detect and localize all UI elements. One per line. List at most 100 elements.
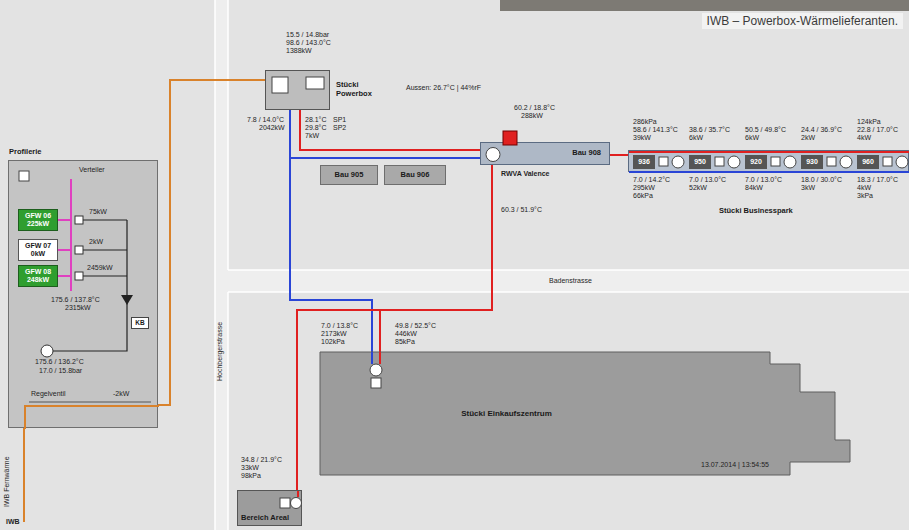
measurement-value: 2kW bbox=[88, 238, 104, 246]
measurement-value: 24.4 / 36.9°C bbox=[800, 126, 843, 134]
valve-name: Regelventil bbox=[30, 390, 67, 398]
building-name: Bau 905 bbox=[335, 171, 364, 180]
street-name: Hochbergerstrasse bbox=[216, 321, 224, 382]
shape-drawing bbox=[320, 352, 850, 475]
measurement-value: 446kW bbox=[394, 330, 418, 338]
photo-strip bbox=[500, 0, 909, 11]
substation-symbol bbox=[370, 364, 382, 376]
building-box: Bau 908 bbox=[480, 142, 610, 165]
setpoint-name: SP2 bbox=[332, 124, 347, 132]
district-heating-pipe bbox=[23, 428, 25, 522]
measurement-value: 175.6 / 136.2°C bbox=[34, 358, 85, 366]
measurement-value: 52kW bbox=[688, 184, 708, 192]
substation-box: 920 bbox=[745, 155, 767, 169]
mixing-valve-symbol bbox=[41, 345, 53, 357]
measurement-value: 29.8°C bbox=[304, 124, 327, 132]
measurement-value: 38.6 / 35.7°C bbox=[688, 126, 731, 134]
return-pipe bbox=[290, 157, 480, 159]
supply-pipe bbox=[379, 352, 381, 364]
measurement-value: 286kPa bbox=[632, 118, 658, 126]
plant-room: ProfilerieGFW 06225kWGFW 070kWGFW 08248k… bbox=[8, 160, 158, 428]
measurement-value: 124kPa bbox=[856, 118, 882, 126]
shopping-centre: Stücki Einkaufszentrum bbox=[320, 352, 850, 475]
measurement-value: 33kW bbox=[240, 464, 260, 472]
pump-symbol bbox=[121, 295, 133, 305]
measurement-value: 60.2 / 18.8°C bbox=[513, 104, 556, 112]
supply-pipe bbox=[297, 491, 299, 497]
substation-name: 960 bbox=[862, 158, 874, 166]
pipe-connector bbox=[610, 154, 628, 156]
street-name: Badenstrasse bbox=[548, 277, 593, 285]
meter-symbol bbox=[883, 157, 892, 166]
pipe-line bbox=[83, 249, 127, 250]
measurement-value: 28.1°C bbox=[304, 116, 327, 124]
road-edge bbox=[228, 270, 909, 292]
measurement-value: 2459kW bbox=[86, 264, 114, 272]
measurement-value: 75kW bbox=[88, 208, 108, 216]
station-name: Stücki Powerbox bbox=[336, 81, 382, 98]
substation-name: 950 bbox=[694, 158, 706, 166]
valve-symbol bbox=[75, 246, 83, 254]
building-name: Bau 906 bbox=[401, 171, 430, 180]
measurement-value: 34.8 / 21.9°C bbox=[240, 456, 283, 464]
measurement-value: 85kPa bbox=[394, 338, 416, 346]
measurement-value: 4kW bbox=[856, 134, 872, 142]
pipe-connector bbox=[300, 110, 480, 150]
meter-symbol bbox=[771, 157, 780, 166]
meter-symbol bbox=[371, 378, 381, 388]
measurement-value: 2315kW bbox=[64, 304, 92, 312]
substation-name: 936 bbox=[638, 158, 650, 166]
substation-name: 930 bbox=[806, 158, 818, 166]
measurement-value: 7.0 / 13.8°C bbox=[320, 322, 359, 330]
pipe-line bbox=[53, 220, 127, 351]
measurement-value: 295kW bbox=[632, 184, 656, 192]
plant-name: Profilerie bbox=[9, 148, 42, 157]
shape-drawing bbox=[9, 161, 159, 429]
meter-symbol bbox=[280, 498, 290, 508]
power-value: 0kW bbox=[31, 250, 45, 258]
measurement-value: 50.5 / 49.8°C bbox=[744, 126, 787, 134]
substation-symbol bbox=[896, 156, 908, 168]
valve-symbol bbox=[75, 216, 83, 224]
measurement-value: 3kPa bbox=[856, 192, 874, 200]
substation-name: 920 bbox=[750, 158, 762, 166]
supplier-name: IWB bbox=[5, 518, 21, 526]
measurement-value: 2kW bbox=[800, 134, 816, 142]
measurement-value: 7.0 / 14.2°C bbox=[632, 176, 671, 184]
building-box: Bau 906 bbox=[384, 165, 446, 185]
measurement-value: 66kPa bbox=[632, 192, 654, 200]
meter-symbol bbox=[827, 157, 836, 166]
manifold-branch bbox=[58, 219, 71, 221]
pipe-line bbox=[83, 219, 127, 220]
meter-symbol bbox=[715, 157, 724, 166]
measurement-value: 2173kW bbox=[320, 330, 348, 338]
pipe-connector bbox=[290, 110, 372, 352]
measurement-value: 98kPa bbox=[240, 472, 262, 480]
building-name: Bau 908 bbox=[572, 149, 601, 158]
shape-drawing bbox=[266, 71, 331, 111]
substation-box: 936 bbox=[633, 155, 655, 169]
control-line bbox=[29, 402, 151, 403]
generator-box: GFW 08248kW bbox=[18, 265, 58, 287]
measurement-value: 2042kW bbox=[258, 124, 286, 132]
area-name: Stücki Businesspark bbox=[719, 207, 793, 216]
measurement-value: 4kW bbox=[856, 184, 872, 192]
manifold-line bbox=[70, 179, 72, 291]
building-box: Bau 905 bbox=[320, 165, 378, 185]
building-name: Stücki Einkaufszentrum bbox=[461, 409, 552, 418]
pipe-line bbox=[83, 275, 127, 276]
substation-symbol bbox=[291, 498, 302, 509]
control-box: KB bbox=[131, 317, 149, 329]
measurement-value: 288kW bbox=[520, 112, 544, 120]
outdoor-condition: Aussen: 26.7°C | 44%rF bbox=[405, 84, 482, 92]
generator-box: GFW 06225kW bbox=[18, 209, 58, 231]
power-value: 248kW bbox=[27, 276, 49, 284]
substation-box: 950 bbox=[689, 155, 711, 169]
measurement-value: 17.0 / 15.8bar bbox=[38, 367, 83, 375]
exchanger-symbol bbox=[306, 77, 324, 89]
measurement-value: 84kW bbox=[744, 184, 764, 192]
generator-name: GFW 07 bbox=[25, 242, 51, 250]
measurement-value: 22.8 / 17.0°C bbox=[856, 126, 899, 134]
business-park-band: Stücki Businesspark936950920930960 bbox=[628, 150, 909, 172]
road bbox=[228, 270, 909, 292]
